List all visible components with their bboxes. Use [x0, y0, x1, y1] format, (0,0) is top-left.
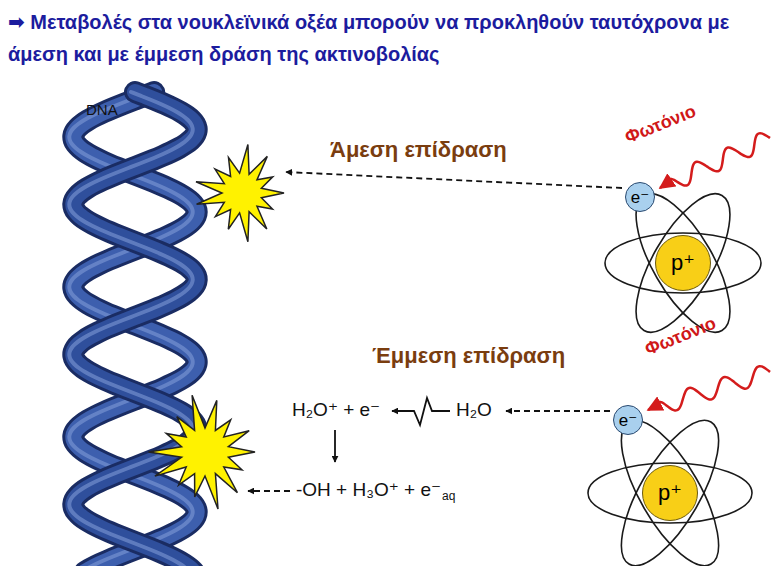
photon-label: Φωτόνιο	[622, 101, 699, 148]
damage-bursts	[149, 145, 284, 510]
arrows	[248, 172, 622, 491]
electron-orbit	[605, 233, 761, 293]
radiolysis-symbol	[392, 398, 450, 425]
aqueous-subscript: aq	[442, 490, 455, 504]
indirect-effect-label: Έμμεση επίδραση	[372, 343, 565, 368]
helix-highlight	[69, 92, 192, 566]
ionization-arrow	[506, 410, 610, 412]
particle-symbol: p⁺	[658, 482, 682, 504]
nucleus-circle: p⁺	[655, 235, 711, 291]
electron-orbit	[588, 463, 752, 523]
electron-circle: e⁻	[613, 405, 643, 435]
reaction-arrow	[334, 430, 336, 462]
water-label: H₂O	[456, 399, 492, 421]
photon-wave	[648, 366, 770, 410]
direct-effect-label: Άμεση επίδραση	[330, 137, 507, 162]
damage-burst	[149, 395, 255, 509]
photon-label: Φωτόνιο	[642, 313, 719, 360]
particle-symbol: p⁺	[671, 252, 695, 274]
particle-symbol: e⁻	[619, 412, 637, 429]
nucleus-circle: p⁺	[642, 465, 698, 521]
photon-wave	[660, 133, 770, 188]
photon-waves	[648, 133, 770, 410]
atom-orbits	[588, 180, 761, 566]
radical-products-label: -OH + H₃O⁺ + e⁻	[296, 479, 441, 501]
electron-orbit	[618, 180, 748, 345]
electron-orbit	[618, 180, 748, 345]
electron-circle: e⁻	[625, 182, 655, 212]
direct-arrow	[286, 172, 622, 188]
helix-strand	[73, 92, 196, 566]
damage-burst	[196, 145, 284, 242]
dna-label: DNA	[86, 101, 118, 118]
helix-strand-outline	[73, 92, 196, 566]
slide-title: ➡ Μεταβολές στα νουκλεϊνικά οξέα μπορούν…	[8, 6, 766, 70]
radical-arrow	[248, 490, 290, 492]
particle-symbol: e⁻	[631, 189, 649, 206]
ionized-water-label: H₂O⁺ + e⁻	[292, 399, 380, 421]
dna-helix	[69, 92, 196, 566]
